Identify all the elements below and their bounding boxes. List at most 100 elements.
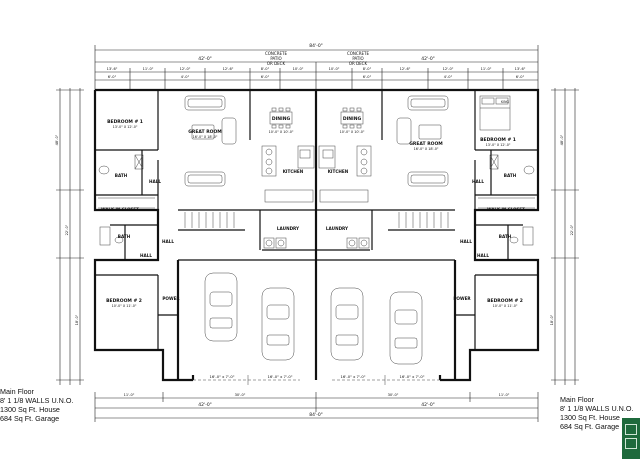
garage-door-right-b: 16'-0" x 7'-0" [399,374,424,379]
svg-text:4'-0": 4'-0" [181,75,190,79]
hall3-left-name: HALL [140,253,152,258]
svg-text:10'-0": 10'-0" [329,67,340,71]
svg-text:11'-0": 11'-0" [481,67,492,71]
patio-right-line1: CONCRETE [347,51,369,56]
hall-left-name: HALL [149,179,161,184]
car-right-a [330,287,364,361]
overall-width-bottom: 84'-0" [309,412,323,418]
corner-logo-badge [622,418,640,459]
hall-right-name: HALL [472,179,484,184]
garage-door-right-a: 16'-0" x 7'-0" [340,374,365,379]
svg-text:22'-0": 22'-0" [570,224,574,235]
bath2-right-name: BATH [499,234,512,239]
note-right-line2: 8' 1 1/8 WALLS U.N.O. [560,404,634,413]
hall2-right-name: HALL [460,239,472,244]
bedroom2-right-name: BEDROOM # 2 [487,298,523,304]
bedroom1-left-dim: 13'-0" X 12'-0" [113,125,138,129]
bath-left-name: BATH [115,173,128,178]
power-left-name: POWER [162,296,180,301]
laundry-right-name: LAUNDRY [326,226,349,231]
bedroom2-right-dim: 10'-0" X 11'-0" [493,304,518,308]
svg-text:13'-6": 13'-6" [515,67,526,71]
note-right-line3: 1300 Sq Ft. House [560,413,620,422]
svg-text:12'-6": 12'-6" [400,67,411,71]
interior-walls-left [95,90,316,350]
side-dimensions: 48'-0" 22'-0" 18'-0" 48'-0" 22'-0" 18'-0… [55,88,579,385]
svg-text:6'-0": 6'-0" [363,75,372,79]
svg-text:12'-0": 12'-0" [180,67,191,71]
great-room-right-name: GREAT ROOM [409,141,443,147]
bath2-left-name: BATH [118,234,131,239]
dining-right-name: DINING [343,116,362,122]
great-room-left-dim: 16'-0" X 18'-0" [193,135,218,139]
note-right-line1: Main Floor [560,395,594,404]
wic-right-name: WALK IN CLOSET [487,207,525,212]
hall3-right-name: HALL [477,253,489,258]
svg-text:12'-6": 12'-6" [223,67,234,71]
overall-width-top: 84'-0" [309,43,323,49]
svg-text:6'-0": 6'-0" [261,75,270,79]
svg-text:8'-0": 8'-0" [261,67,270,71]
car-right-b [389,291,423,365]
car-left-a [204,272,238,342]
bedroom2-left-name: BEDROOM # 2 [106,298,142,304]
patio-right-line3: OR DECK [349,61,368,66]
svg-text:48'-0": 48'-0" [560,134,564,145]
note-left-line3: 1300 Sq Ft. House [0,405,60,414]
top-dimensions: 84'-0" 42'-0" 42'-0" 13'-6"11'-0"12'-0" … [94,43,539,90]
king-bed-label: KING [501,100,509,104]
bedroom1-right-name: BEDROOM # 1 [480,137,516,143]
hall2-left-name: HALL [162,239,174,244]
bedroom1-right-dim: 13'-0" X 12'-0" [486,143,511,147]
svg-text:30'-0": 30'-0" [388,393,399,397]
dining-left-dim: 10'-0" X 10'-0" [269,130,294,134]
bedroom1-left-name: BEDROOM # 1 [107,119,143,125]
exterior-walls [93,88,540,382]
kitchen-right-name: KITCHEN [328,169,349,174]
unit-width-top-left: 42'-0" [198,56,212,62]
svg-text:8'-0": 8'-0" [363,67,372,71]
note-left-line4: 684 Sq Ft. Garage [0,414,60,423]
logo-square-icon [625,438,637,449]
svg-text:11'-0": 11'-0" [143,67,154,71]
svg-text:22'-0": 22'-0" [65,224,69,235]
logo-square-icon [625,424,637,435]
patio-left-line3: OR DECK [267,61,286,66]
svg-text:13'-6": 13'-6" [107,67,118,71]
patio-left-line2: PATIO [270,56,281,61]
svg-text:11'-0": 11'-0" [499,393,510,397]
note-left-line1: Main Floor [0,387,34,396]
kitchen-left-name: KITCHEN [283,169,304,174]
svg-text:6'-0": 6'-0" [516,75,525,79]
svg-text:11'-0": 11'-0" [124,393,135,397]
garage-cars [193,272,440,385]
unit-width-bottom-right: 42'-0" [421,402,435,408]
svg-text:10'-0": 10'-0" [293,67,304,71]
furniture-left [98,95,315,249]
floor-notes-right: Main Floor 8' 1 1/8 WALLS U.N.O. 1300 Sq… [560,395,633,431]
dining-left-name: DINING [272,116,291,122]
great-room-left-name: GREAT ROOM [188,129,222,135]
svg-text:18'-0": 18'-0" [75,314,79,325]
note-left-line2: 8' 1 1/8 WALLS U.N.O. [0,396,74,405]
svg-text:18'-0": 18'-0" [550,314,554,325]
interior-walls-right [316,90,538,350]
wic-left-name: WALK IN CLOSET [101,207,139,212]
room-labels-left: BEDROOM # 1 13'-0" X 12'-0" GREAT ROOM 1… [101,116,304,308]
room-labels-right: BEDROOM # 1 13'-0" X 12'-0" GREAT ROOM 1… [326,100,525,308]
patio-right-line2: PATIO [352,56,363,61]
unit-width-top-right: 42'-0" [421,56,435,62]
svg-text:6'-0": 6'-0" [108,75,117,79]
floor-notes-left: Main Floor 8' 1 1/8 WALLS U.N.O. 1300 Sq… [0,387,73,423]
svg-text:48'-0": 48'-0" [55,134,59,145]
note-right-line4: 684 Sq Ft. Garage [560,422,620,431]
garage-door-left-b: 16'-0" x 7'-0" [267,374,292,379]
dining-right-dim: 10'-0" X 10'-0" [340,130,365,134]
patio-left-line1: CONCRETE [265,51,287,56]
svg-text:4'-0": 4'-0" [444,75,453,79]
laundry-left-name: LAUNDRY [277,226,300,231]
svg-text:30'-0": 30'-0" [235,393,246,397]
unit-width-bottom-left: 42'-0" [198,402,212,408]
bottom-dimensions: 11'-0"30'-0" 30'-0"11'-0" 42'-0" 42'-0" … [94,374,539,422]
